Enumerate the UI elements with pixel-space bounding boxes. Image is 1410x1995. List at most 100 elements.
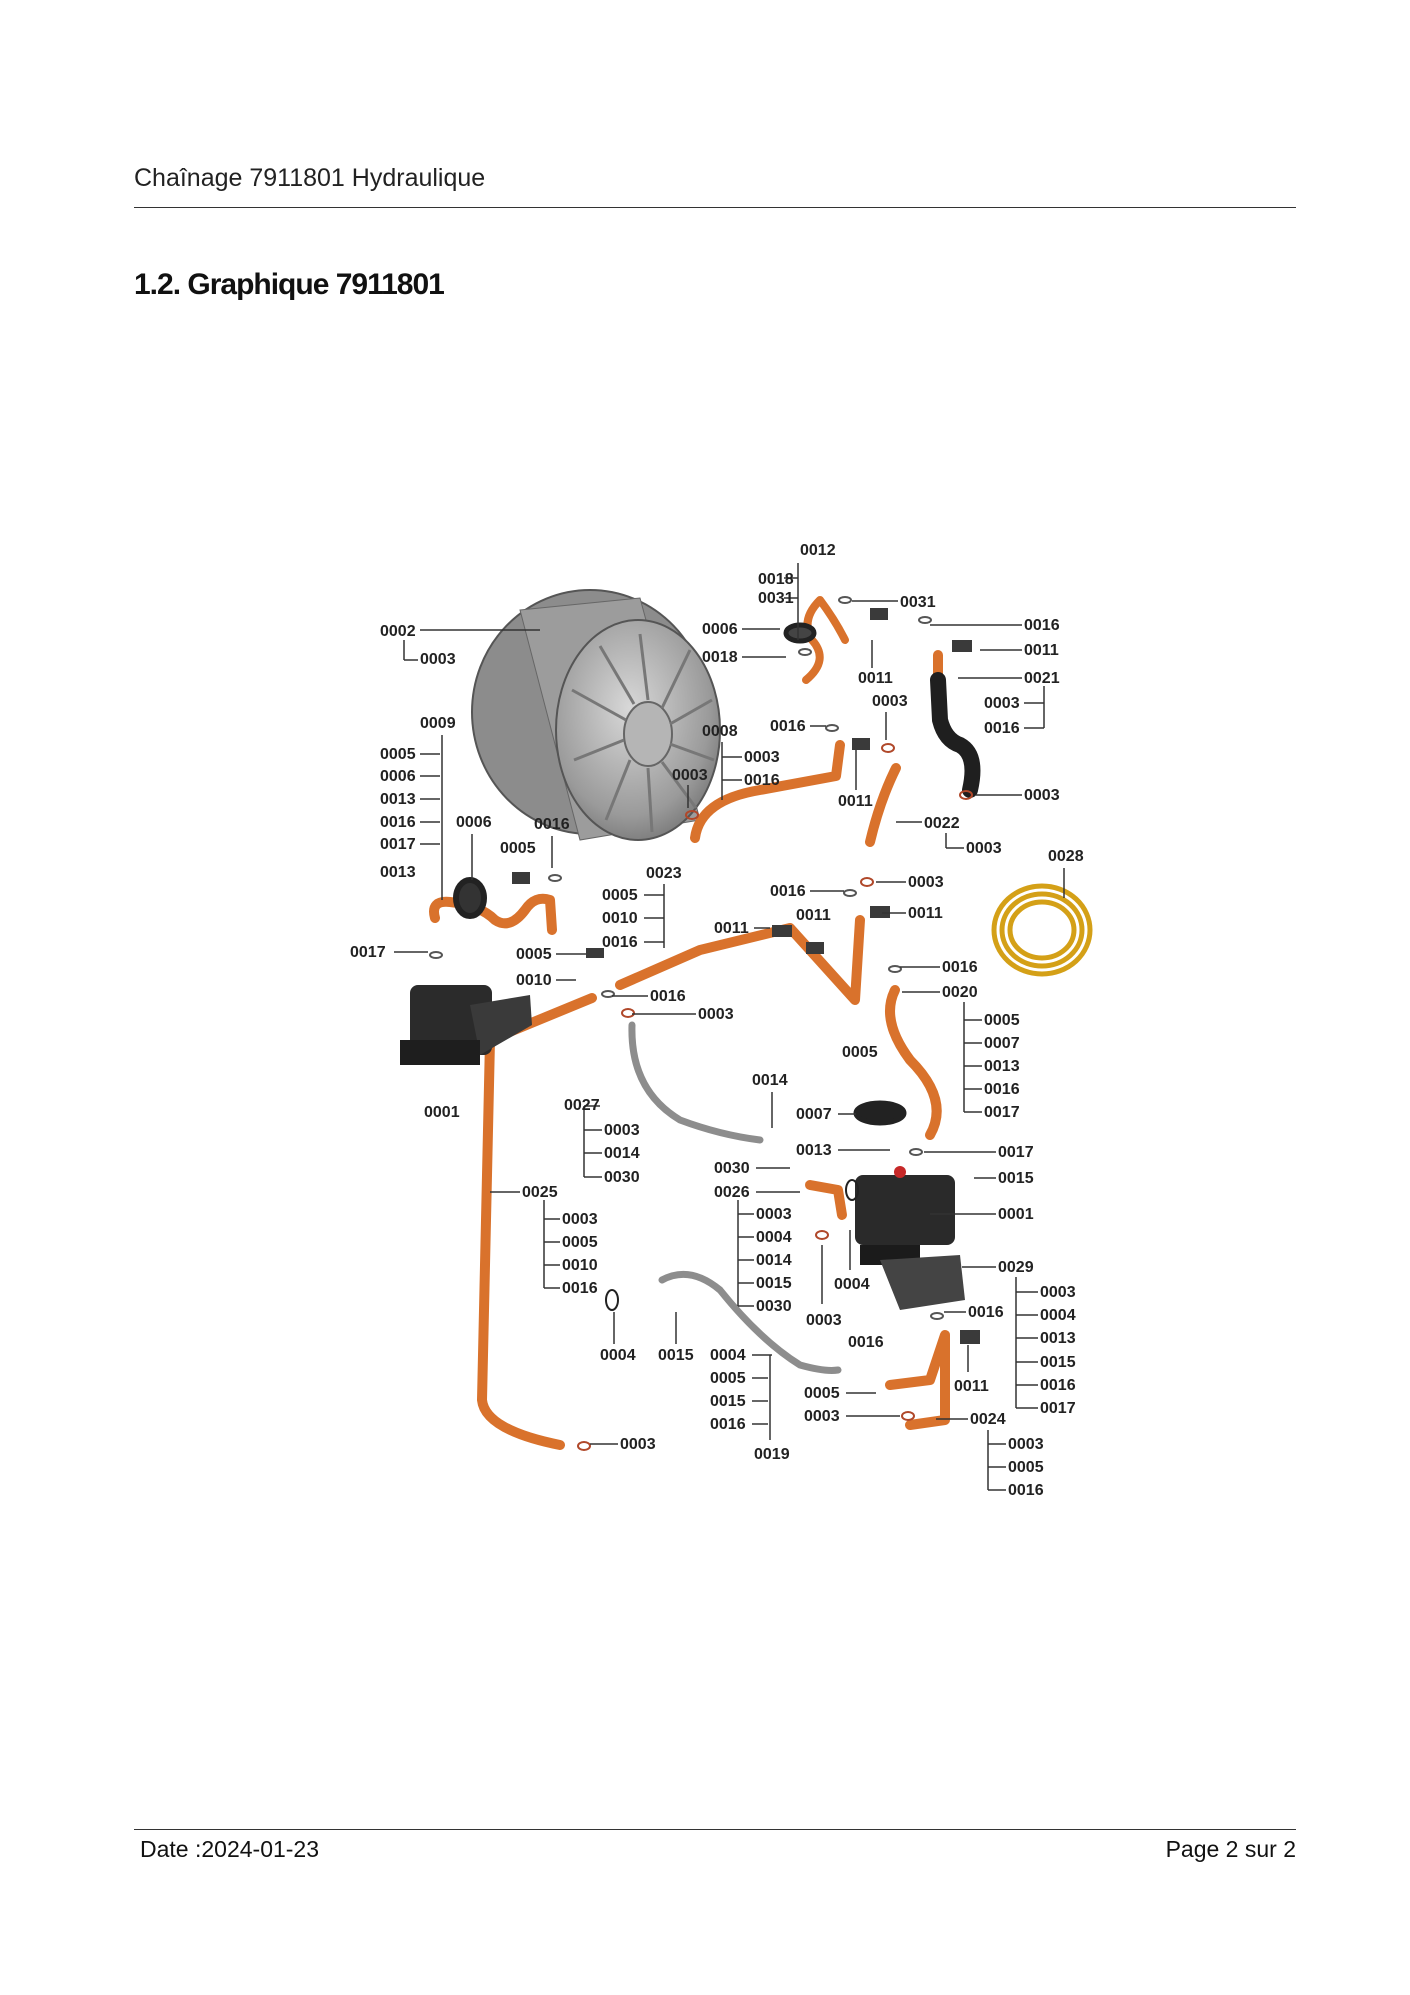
flexible-hose-0021 bbox=[930, 672, 981, 798]
part-label: 0005 bbox=[984, 1012, 1020, 1029]
part-label: 0003 bbox=[756, 1206, 792, 1223]
part-label: 0003 bbox=[672, 767, 708, 784]
gas-coil-0028 bbox=[991, 883, 1093, 977]
part-label: 0016 bbox=[744, 772, 780, 789]
part-label: 0008 bbox=[702, 723, 738, 740]
part-label: 0016 bbox=[770, 718, 806, 735]
part-label: 0001 bbox=[998, 1206, 1034, 1223]
part-label: 0006 bbox=[702, 621, 738, 638]
part-label: 0016 bbox=[380, 814, 416, 831]
expansion-vessel-drum bbox=[471, 589, 721, 841]
part-label: 0011 bbox=[858, 670, 893, 687]
part-label: 0016 bbox=[968, 1304, 1004, 1321]
footer-divider bbox=[134, 1829, 1296, 1830]
part-label: 0020 bbox=[942, 984, 978, 1001]
part-label: 0018 bbox=[702, 649, 738, 666]
part-label: 0004 bbox=[756, 1229, 792, 1246]
section-title: 1.2. Graphique 7911801 bbox=[134, 268, 445, 301]
part-label: 0003 bbox=[698, 1006, 734, 1023]
part-label: 0016 bbox=[710, 1416, 746, 1433]
part-label: 0003 bbox=[420, 651, 456, 668]
braided-hoses bbox=[628, 1021, 842, 1374]
part-label: 0009 bbox=[420, 715, 456, 732]
part-label: 0005 bbox=[380, 746, 416, 763]
part-label: 0013 bbox=[1040, 1330, 1076, 1347]
part-label: 0031 bbox=[758, 590, 794, 607]
part-label: 0025 bbox=[522, 1184, 558, 1201]
part-label: 0015 bbox=[756, 1275, 792, 1292]
part-label: 0005 bbox=[500, 840, 536, 857]
part-label: 0006 bbox=[456, 814, 492, 831]
footer-date: Date :2024-01-23 bbox=[140, 1836, 320, 1862]
part-label: 0029 bbox=[998, 1259, 1034, 1276]
part-label: 0016 bbox=[942, 959, 978, 976]
part-label: 0016 bbox=[848, 1334, 884, 1351]
part-label: 0016 bbox=[650, 988, 686, 1005]
part-label: 0004 bbox=[710, 1347, 746, 1364]
part-label: 0021 bbox=[1024, 670, 1060, 687]
part-label: 0017 bbox=[380, 836, 416, 853]
part-label: 0013 bbox=[380, 791, 416, 808]
part-label: 0017 bbox=[1040, 1400, 1076, 1417]
part-label: 0003 bbox=[562, 1211, 598, 1228]
part-label: 0003 bbox=[1040, 1284, 1076, 1301]
part-label: 0003 bbox=[1024, 787, 1060, 804]
part-label: 0005 bbox=[804, 1385, 840, 1402]
part-label: 0016 bbox=[984, 1081, 1020, 1098]
part-label: 0013 bbox=[796, 1142, 832, 1159]
part-label: 0004 bbox=[834, 1276, 870, 1293]
part-label: 0014 bbox=[604, 1145, 640, 1162]
part-label: 0003 bbox=[744, 749, 780, 766]
part-label: 0013 bbox=[984, 1058, 1020, 1075]
part-label: 0016 bbox=[770, 883, 806, 900]
part-label: 0014 bbox=[752, 1072, 788, 1089]
part-label: 0002 bbox=[380, 623, 416, 640]
pump-block-right bbox=[855, 1166, 965, 1310]
part-label: 0005 bbox=[562, 1234, 598, 1251]
part-label: 0011 bbox=[954, 1378, 989, 1395]
part-label: 0005 bbox=[602, 887, 638, 904]
part-label: 0003 bbox=[966, 840, 1002, 857]
part-label: 0011 bbox=[1024, 642, 1059, 659]
part-label: 0015 bbox=[998, 1170, 1034, 1187]
part-label: 0001 bbox=[424, 1104, 460, 1121]
part-label: 0007 bbox=[984, 1035, 1020, 1052]
pump-block-left bbox=[400, 985, 532, 1065]
part-label: 0030 bbox=[714, 1160, 750, 1177]
part-label: 0024 bbox=[970, 1411, 1006, 1428]
part-label: 0018 bbox=[758, 571, 794, 588]
part-label: 0014 bbox=[756, 1252, 792, 1269]
part-label: 0015 bbox=[710, 1393, 746, 1410]
part-label: 0007 bbox=[796, 1106, 832, 1123]
part-label: 0004 bbox=[600, 1347, 636, 1364]
part-label: 0015 bbox=[658, 1347, 694, 1364]
part-label: 0006 bbox=[380, 768, 416, 785]
part-label: 0031 bbox=[900, 594, 936, 611]
header-divider bbox=[134, 207, 1296, 208]
small-clips bbox=[512, 608, 980, 1344]
part-label: 0016 bbox=[1040, 1377, 1076, 1394]
part-label: 0010 bbox=[516, 972, 552, 989]
part-label: 0005 bbox=[842, 1044, 878, 1061]
small-orings bbox=[429, 596, 973, 1451]
part-label: 0003 bbox=[984, 695, 1020, 712]
part-label: 0015 bbox=[1040, 1354, 1076, 1371]
document-header-title: Chaînage 7911801 Hydraulique bbox=[134, 164, 486, 192]
part-label: 0003 bbox=[872, 693, 908, 710]
part-label: 0003 bbox=[806, 1312, 842, 1329]
leader-lines bbox=[394, 563, 1065, 1491]
part-label: 0016 bbox=[1008, 1482, 1044, 1499]
part-label: 0011 bbox=[796, 907, 831, 924]
part-label: 0023 bbox=[646, 865, 682, 882]
part-label: 0013 bbox=[380, 864, 416, 881]
part-label: 0017 bbox=[350, 944, 386, 961]
part-label: 0005 bbox=[710, 1370, 746, 1387]
part-label: 0026 bbox=[714, 1184, 750, 1201]
part-label: 0016 bbox=[562, 1280, 598, 1297]
part-label: 0030 bbox=[604, 1169, 640, 1186]
part-label: 0030 bbox=[756, 1298, 792, 1315]
footer-page-number: Page 2 sur 2 bbox=[1165, 1836, 1296, 1862]
part-label: 0016 bbox=[534, 816, 570, 833]
